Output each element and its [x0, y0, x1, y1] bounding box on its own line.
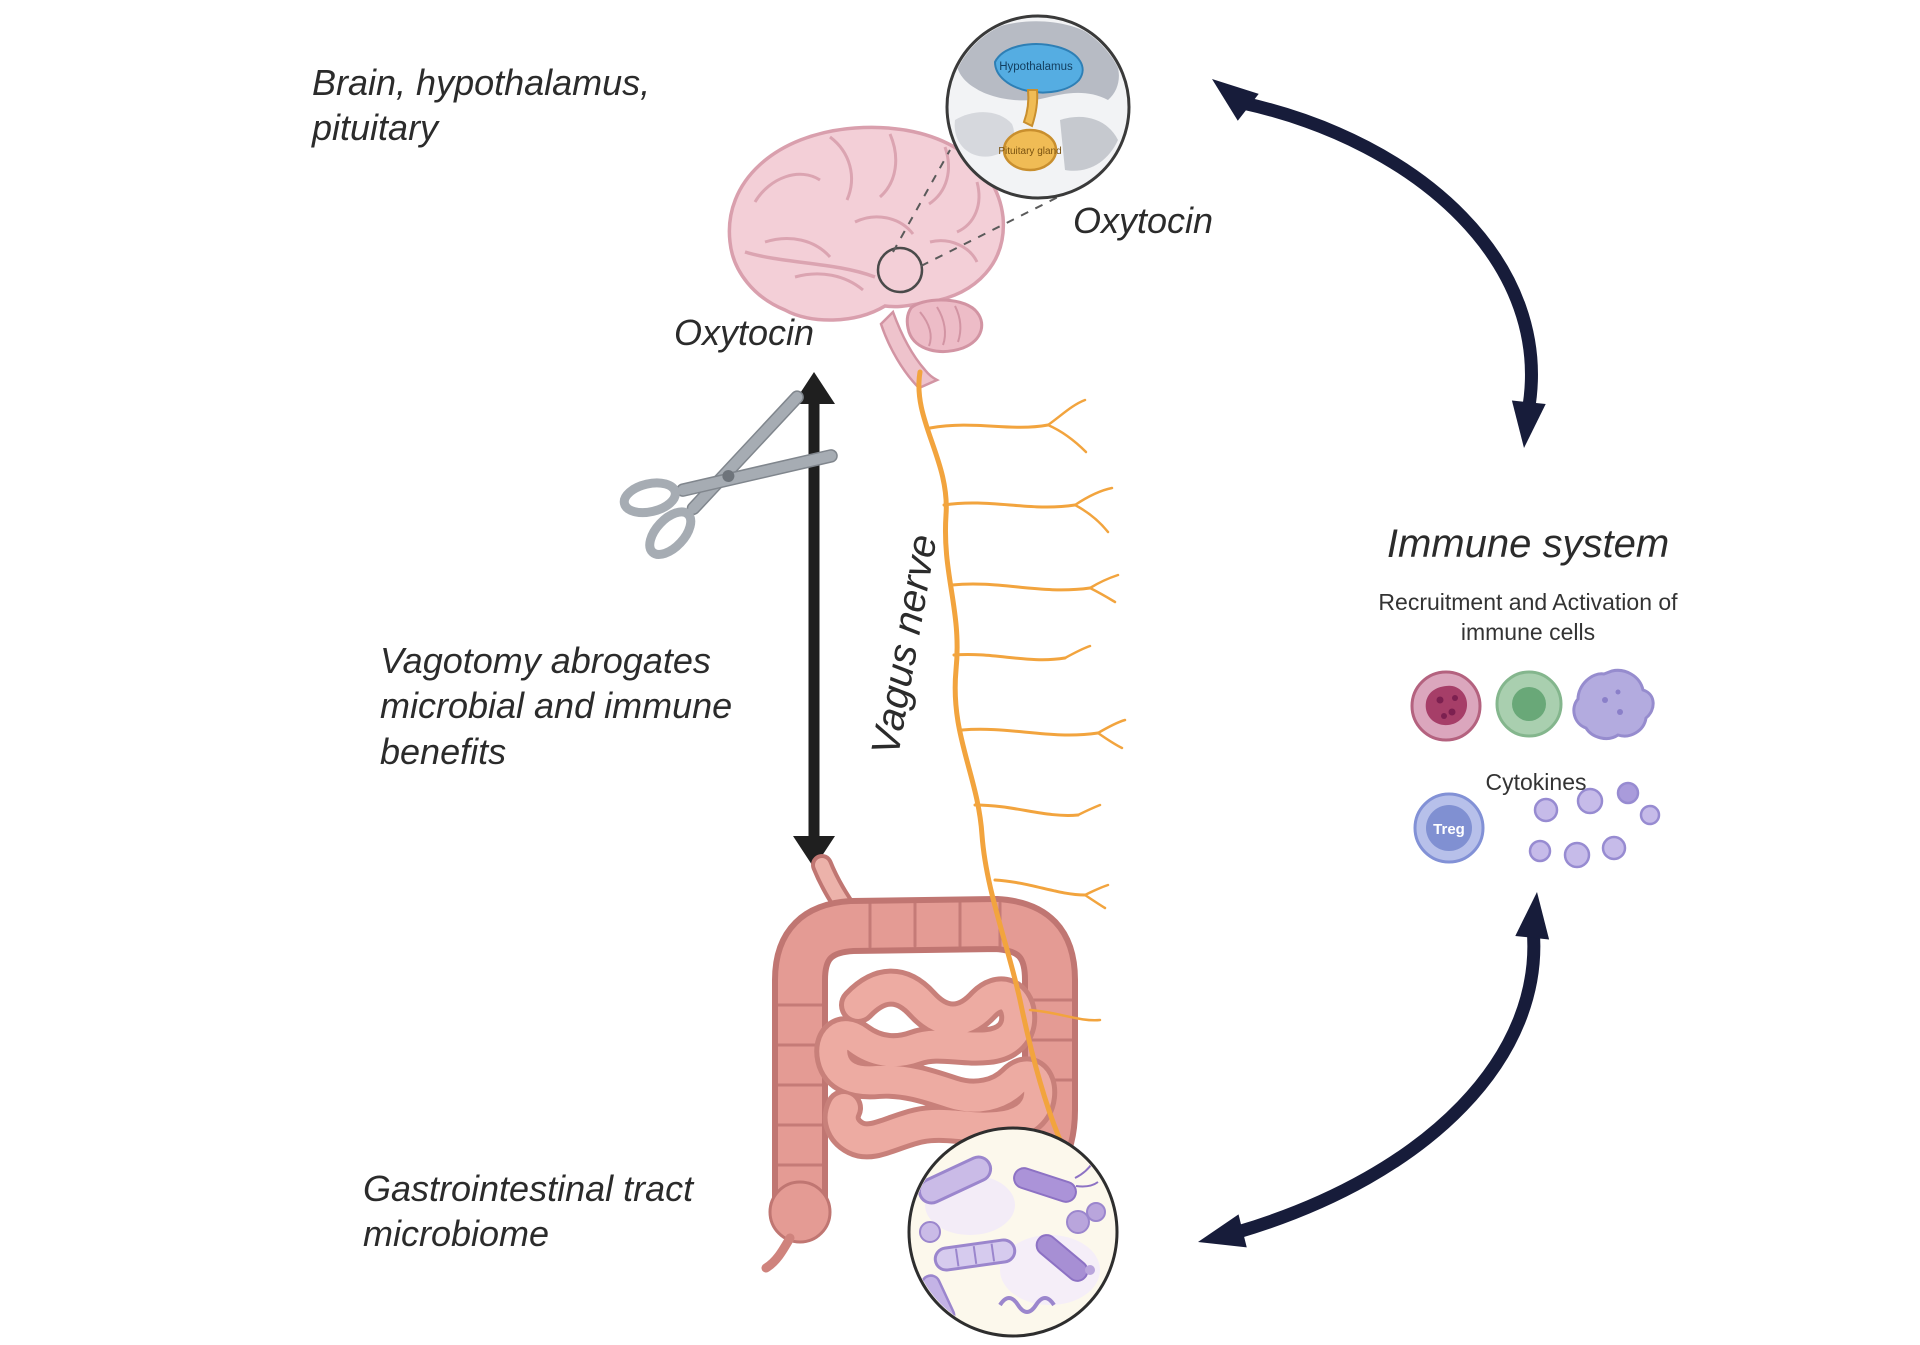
- oxytocin-inset-label: Oxytocin: [1073, 200, 1214, 241]
- gut-immune-curved-arrow: [1198, 892, 1550, 1248]
- cytokines-label: Cytokines: [1485, 769, 1587, 795]
- hypothalamus-inset: Hypothalamus Pituitary gland: [945, 14, 1131, 200]
- microbiome-inset: [907, 1126, 1119, 1338]
- zoom-guide-lines: [892, 149, 1067, 267]
- immune-system-label: Immune system: [1386, 522, 1670, 566]
- cytokine-dots: [1528, 781, 1661, 869]
- dendritic-purple-cell: [1572, 668, 1655, 740]
- scissors-icon: [619, 390, 838, 559]
- pituitary-stalk: [1022, 89, 1039, 128]
- brain-gyri-lines: [744, 133, 981, 292]
- gi-tract-label: Gastrointestinal tract microbiome: [363, 1168, 694, 1255]
- cerebellum-stripes: [919, 305, 962, 347]
- hypothalamus-region: [993, 43, 1084, 94]
- arrowhead-to-gut: [1198, 1214, 1247, 1248]
- arrowhead-to-immune: [1511, 400, 1546, 448]
- brain-region-label: Brain, hypothalamus, pituitary: [312, 62, 651, 149]
- monocyte-cell: [1410, 670, 1482, 742]
- vagus-branches: [928, 398, 1127, 1022]
- arrowhead-to-brain: [1212, 79, 1259, 121]
- immune-cells-group: Treg: [1410, 668, 1661, 869]
- recruitment-label: Recruitment and Activation of immune cel…: [1378, 589, 1678, 645]
- vagotomy-label: Vagotomy abrogates microbial and immune …: [380, 640, 733, 772]
- arrowhead-to-immune-lower: [1515, 892, 1550, 940]
- brainstem-shape: [879, 309, 940, 390]
- vagus-nerve-illustration: [916, 369, 1127, 1188]
- cecum: [768, 1180, 832, 1244]
- arrowhead-down: [793, 836, 835, 868]
- lymphocyte-green-cell: [1495, 670, 1563, 738]
- hypothalamus-label: Hypothalamus: [999, 61, 1073, 73]
- treg-cell: Treg: [1413, 792, 1485, 864]
- oxytocin-brain-label: Oxytocin: [674, 312, 815, 353]
- pituitary-gland-shape: [1002, 128, 1058, 172]
- appendix: [761, 1233, 795, 1273]
- treg-label: Treg: [1433, 821, 1465, 838]
- vagotomy-double-arrow: [793, 372, 835, 868]
- bacteria-group: [917, 1155, 1106, 1326]
- pituitary-gland-label: Pituitary gland: [998, 146, 1061, 157]
- vagus-trunk: [916, 369, 1091, 1188]
- scissors-pivot: [722, 470, 735, 482]
- brain-immune-curved-arrow: [1212, 79, 1546, 448]
- zoom-region-circle: [876, 246, 924, 294]
